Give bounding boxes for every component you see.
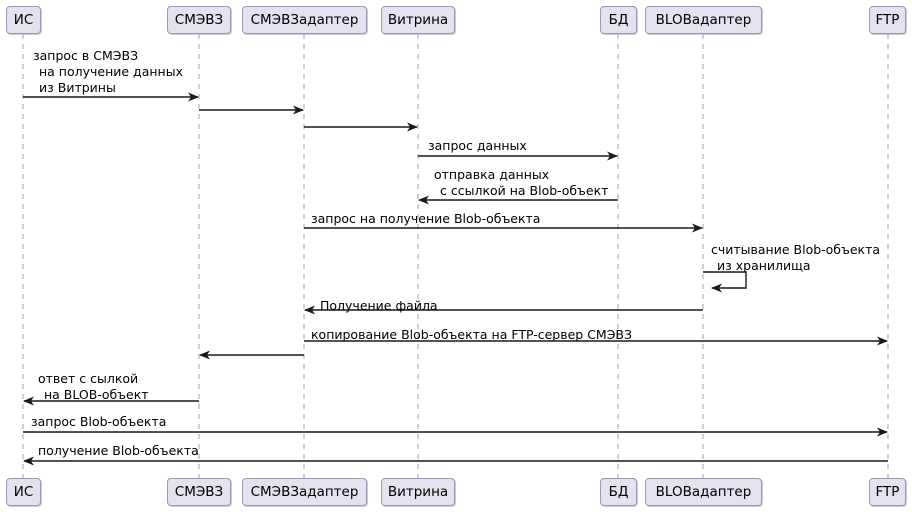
participant-footer-is[interactable]: ИС: [6, 478, 41, 506]
participant-label: FTP: [875, 484, 900, 500]
message-label-m7: считывание Blob-объекта: [711, 242, 881, 257]
participant-label: ИС: [13, 12, 34, 28]
participant-header-smev[interactable]: СМЭВЗ: [167, 6, 231, 34]
message-label-m1: из Витрины: [39, 80, 116, 95]
participant-label: BLOBадаптер: [655, 12, 752, 28]
message-label-m11: на BLOB-объект: [44, 387, 149, 402]
participant-label: BLOBадаптер: [655, 484, 752, 500]
participant-label: FTP: [875, 12, 900, 28]
message-label-m5: с ссылкой на Blob-объект: [440, 183, 609, 198]
message-label-m12: запрос Blob-объекта: [31, 414, 167, 429]
participant-label: ИС: [13, 484, 34, 500]
message-label-m13: получение Blob-объекта: [38, 443, 199, 458]
participant-header-bd[interactable]: БД: [600, 6, 637, 34]
participant-header-smeva[interactable]: СМЭВЗадаптер: [242, 6, 367, 34]
message-label-m11: ответ с сылкой: [38, 371, 139, 386]
participant-footer-vitr[interactable]: Витрина: [381, 478, 455, 506]
participant-footer-smeva[interactable]: СМЭВЗадаптер: [242, 478, 367, 506]
participant-label: СМЭВЗ: [174, 12, 224, 28]
participant-label: БД: [608, 484, 629, 500]
lifelines-group: [22, 34, 889, 478]
participant-label: СМЭВЗадаптер: [250, 12, 359, 28]
message-label-m6: запрос на получение Blob-объекта: [311, 211, 541, 226]
message-label-m1: на получение данных: [39, 64, 183, 79]
participant-label: СМЭВЗадаптер: [250, 484, 359, 500]
participant-header-vitr[interactable]: Витрина: [381, 6, 455, 34]
participant-footer-smev[interactable]: СМЭВЗ: [167, 478, 231, 506]
message-label-m1: запрос в СМЭВЗ: [33, 48, 139, 63]
message-label-m5: отправка данных: [434, 167, 550, 182]
participant-header-is[interactable]: ИС: [6, 6, 41, 34]
participant-footer-ftp[interactable]: FTP: [869, 478, 906, 506]
participant-label: Витрина: [387, 484, 449, 500]
participant-footer-blob[interactable]: BLOBадаптер: [645, 478, 762, 506]
participant-label: СМЭВЗ: [174, 484, 224, 500]
message-label-m4: запрос данных: [428, 138, 527, 153]
message-label-m9: копирование Blob-объекта на FTP-сервер С…: [311, 327, 633, 342]
participant-header-blob[interactable]: BLOBадаптер: [645, 6, 762, 34]
message-label-m7: из хранилища: [717, 258, 811, 273]
messages-group: [23, 92, 888, 466]
message-arrow-m7: [703, 271, 747, 293]
participant-label: БД: [608, 12, 629, 28]
participant-header-ftp[interactable]: FTP: [869, 6, 906, 34]
message-label-m8: Получение файла: [320, 298, 438, 313]
participant-footer-bd[interactable]: БД: [600, 478, 637, 506]
participant-label: Витрина: [387, 12, 449, 28]
